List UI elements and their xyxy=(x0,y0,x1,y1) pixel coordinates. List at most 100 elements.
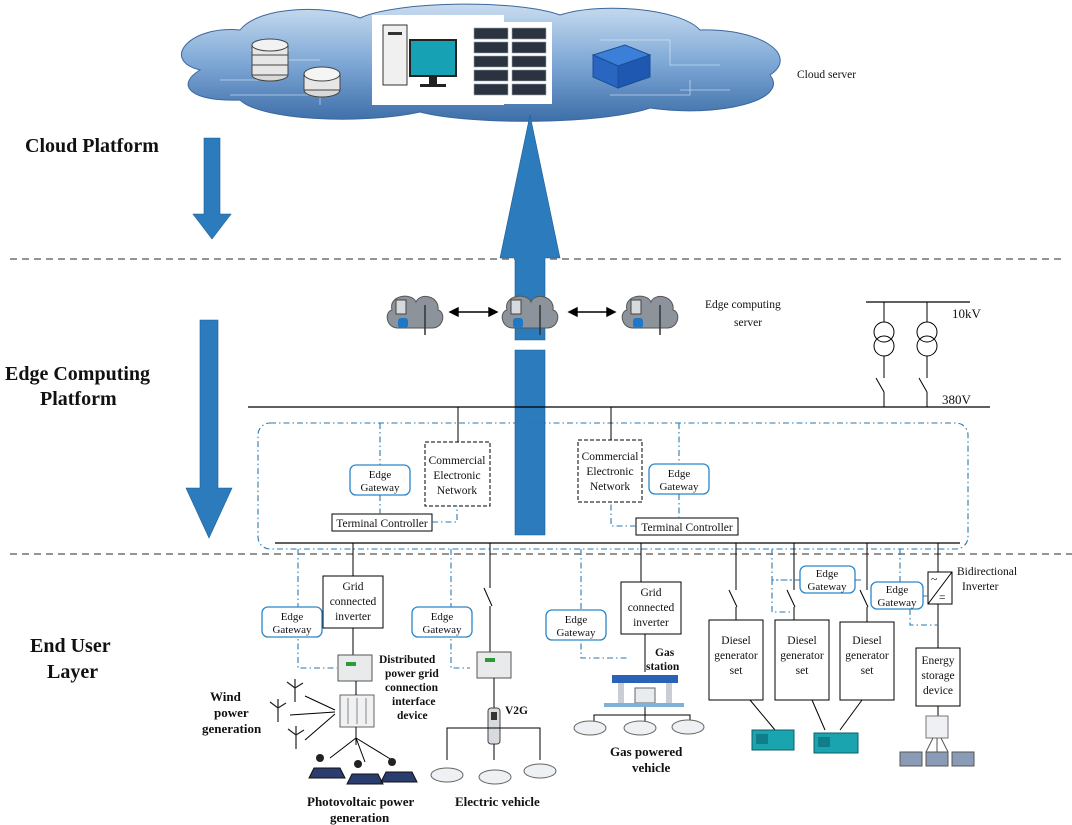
charging-pile-icon xyxy=(487,707,501,745)
edge-gateway-label: Edge xyxy=(281,611,304,623)
cloud-platform-title: Cloud Platform xyxy=(25,135,159,157)
down-arrow-edge xyxy=(185,319,233,539)
commercial-network-right-line3: Network xyxy=(590,481,630,493)
commercial-network-left-line3: Network xyxy=(437,485,477,497)
energy-storage-line1: Energy xyxy=(921,655,954,667)
edge-platform-boundary xyxy=(257,422,969,550)
database-icon xyxy=(251,38,341,98)
diesel-generator-2-line1: Diesel xyxy=(787,635,816,647)
edge-gateway-box xyxy=(545,609,607,641)
diesel-generator-3-line2: generator xyxy=(845,650,889,662)
edge-gateway-label: Edge xyxy=(369,469,392,481)
diesel-generator-icon xyxy=(751,729,859,754)
edge-platform-title-line2: Platform xyxy=(40,388,117,410)
grid-inverter-2-line3: inverter xyxy=(633,617,669,629)
diesel-generator-1-line3: set xyxy=(730,665,744,677)
interface-device-icon xyxy=(337,654,375,728)
edge-gateway-label: Gateway xyxy=(807,581,847,593)
electric-car-icon xyxy=(430,763,557,785)
wind-power-label-line3: generation xyxy=(202,721,262,736)
edge-gateway-label: Gateway xyxy=(422,624,462,636)
server-rack-icon xyxy=(470,22,552,104)
edge-server-icon-right xyxy=(621,295,679,335)
gas-vehicle-label-line2: vehicle xyxy=(632,760,670,775)
edge-server-label-line1: Edge computing xyxy=(705,299,781,311)
gas-station-icon xyxy=(604,675,684,707)
svg-text:~: ~ xyxy=(931,574,937,586)
cloud-graphic xyxy=(180,3,781,122)
voltage-10kv-label: 10kV xyxy=(952,306,982,321)
wind-turbine-icon xyxy=(269,679,305,749)
grid-inverter-2 xyxy=(620,581,682,635)
diesel-generator-2 xyxy=(774,619,830,701)
edge-server-links xyxy=(448,306,617,318)
diesel-generator-2-line2: generator xyxy=(780,650,824,662)
commercial-network-left xyxy=(424,441,491,507)
edge-gateway-label: Edge xyxy=(431,611,454,623)
grid-inverter-1-line2: connected xyxy=(330,596,377,608)
edge-gateway-label: Gateway xyxy=(556,627,596,639)
distributed-device-label-line4: interface xyxy=(392,696,435,708)
terminal-controller-right-label: Terminal Controller xyxy=(641,522,733,534)
v2g-label: V2G xyxy=(505,705,528,717)
storage-cube-icon xyxy=(591,44,652,89)
edge-gateway-label: Edge xyxy=(816,568,839,580)
wind-power-label-line1: Wind xyxy=(210,689,242,704)
end-user-title-line1: End User xyxy=(30,635,111,657)
distributed-device-label-line3: connection xyxy=(385,682,439,694)
wind-power-label-line2: power xyxy=(214,705,249,720)
energy-storage-line2: storage xyxy=(921,670,954,682)
edge-gateway-label: Edge xyxy=(668,468,691,480)
distributed-device-label-line2: power grid xyxy=(385,668,439,680)
bidirectional-inverter-label-line2: Inverter xyxy=(962,581,999,593)
diesel-generator-3-line3: set xyxy=(861,665,875,677)
gas-station-label-line1: Gas xyxy=(655,647,675,659)
diesel-generator-3-line1: Diesel xyxy=(852,635,881,647)
grid-inverter-1-line1: Grid xyxy=(342,581,363,593)
bidirectional-inverter-label-line1: Bidirectional xyxy=(957,566,1017,578)
edge-gateway-box xyxy=(261,606,323,638)
end-user-title-line2: Layer xyxy=(47,661,98,683)
down-arrow-cloud xyxy=(192,137,232,240)
svg-text:=: = xyxy=(939,592,946,604)
commercial-network-right-line1: Commercial xyxy=(582,451,639,463)
grid-inverter-1-line3: inverter xyxy=(335,611,371,623)
edge-server-icon-left xyxy=(386,295,444,335)
electric-vehicle-label: Electric vehicle xyxy=(455,794,540,809)
edge-platform-title-line1: Edge Computing xyxy=(5,363,150,385)
commercial-network-left-line1: Commercial xyxy=(429,455,486,467)
energy-storage-line3: device xyxy=(923,685,953,697)
distributed-device-label-line5: device xyxy=(397,710,428,722)
edge-server-label-line2: server xyxy=(734,317,762,329)
edge-gateway-label: Gateway xyxy=(877,597,917,609)
photovoltaic-label-line2: generation xyxy=(330,810,390,825)
distributed-device-label-line1: Distributed xyxy=(379,654,436,666)
edge-gateway-label: Gateway xyxy=(659,481,699,493)
gas-vehicle-label-line1: Gas powered xyxy=(610,744,683,759)
edge-server-icon-center xyxy=(501,295,559,335)
commercial-network-right xyxy=(577,439,643,503)
grid-inverter-1 xyxy=(322,575,384,629)
terminal-controller-left-label: Terminal Controller xyxy=(336,518,428,530)
gas-car-icon xyxy=(573,719,705,736)
grid-inverter-2-line1: Grid xyxy=(640,587,661,599)
commercial-network-right-line2: Electronic xyxy=(586,466,633,478)
v2g-inverter-icon xyxy=(476,651,512,708)
voltage-380v-label: 380V xyxy=(942,392,972,407)
gas-station-label-line2: station xyxy=(646,661,680,673)
photovoltaic-label-line1: Photovoltaic power xyxy=(307,794,414,809)
diesel-generator-1-line1: Diesel xyxy=(721,635,750,647)
diesel-generator-2-line3: set xyxy=(796,665,810,677)
transformer-substation xyxy=(866,301,970,407)
edge-gateway-label: Edge xyxy=(565,614,588,626)
edge-gateway-label: Gateway xyxy=(360,482,400,494)
diesel-generator-1 xyxy=(708,619,764,701)
edge-gateway-label: Gateway xyxy=(272,624,312,636)
solar-panel-icon xyxy=(308,754,418,785)
commercial-network-left-line2: Electronic xyxy=(433,470,480,482)
edge-gateway-box xyxy=(411,606,473,638)
grid-inverter-2-line2: connected xyxy=(628,602,675,614)
diesel-generator-3 xyxy=(839,621,895,701)
cloud-server-label: Cloud server xyxy=(797,69,856,81)
